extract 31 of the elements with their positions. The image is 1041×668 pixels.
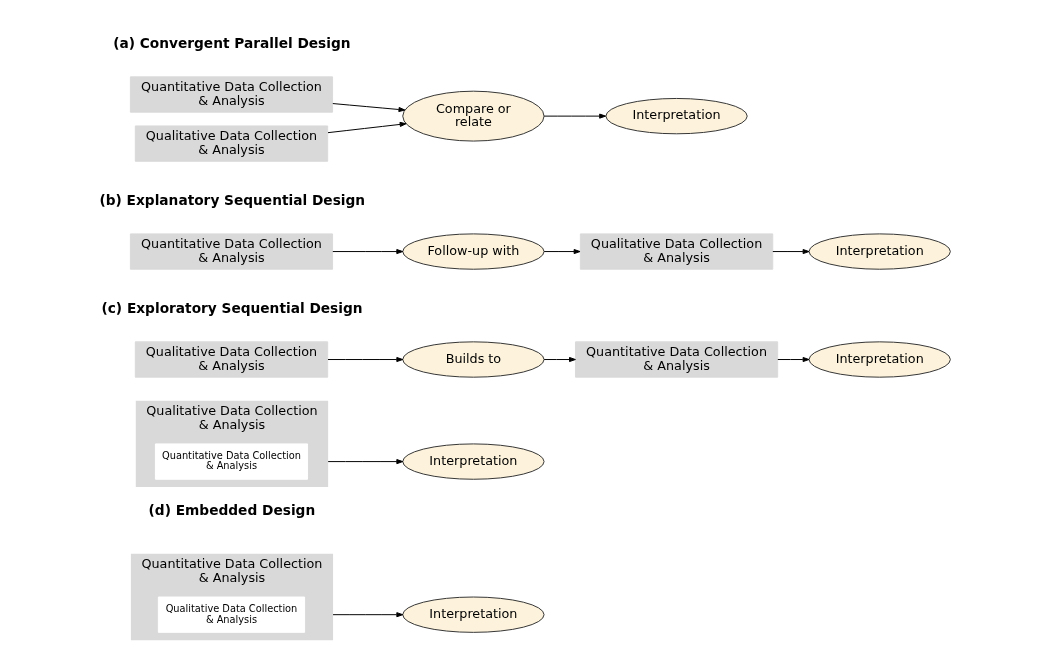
arrow: [331, 249, 403, 255]
node-ellipse: Interpretation: [401, 596, 545, 633]
arrow: [771, 249, 809, 255]
arrow: [776, 356, 809, 363]
arrow: [543, 249, 580, 255]
node-box: Qualitative Data Collection & Analysis: [579, 233, 773, 270]
arrow: [327, 121, 406, 134]
label: (b) Explanatory Sequential Design: [98, 192, 365, 209]
node-box: Quantitative Data Collection & Analysis: [574, 341, 778, 378]
node-ellipse: Follow-up with: [401, 233, 545, 270]
node-box: Qualitative Data Collection & Analysis: [134, 125, 328, 162]
node-box: Quantitative Data Collection & Analysis: [129, 76, 333, 113]
node-box: Qualitative Data Collection & Analysis: [157, 596, 305, 633]
arrow: [543, 356, 576, 363]
node-ellipse: Interpretation: [401, 443, 545, 480]
node-box: Quantitative Data Collection & Analysis: [154, 443, 308, 480]
arrow: [327, 356, 403, 363]
arrow: [327, 459, 403, 465]
label: (d) Embedded Design: [148, 502, 315, 519]
arrow: [331, 103, 405, 113]
label: (c) Exploratory Sequential Design: [100, 300, 363, 317]
node-ellipse: Compare or relate: [401, 90, 545, 142]
arrow: [543, 113, 606, 119]
node-ellipse: Interpretation: [808, 341, 951, 378]
node-box: Qualitative Data Collection & Analysis: [134, 341, 328, 378]
node-ellipse: Interpretation: [808, 233, 951, 270]
node-ellipse: Builds to: [401, 341, 545, 378]
node-ellipse: Interpretation: [604, 97, 748, 135]
arrow: [332, 612, 403, 618]
label: (a) Convergent Parallel Design: [112, 35, 351, 52]
node-box: Quantitative Data Collection & Analysis: [129, 233, 333, 270]
